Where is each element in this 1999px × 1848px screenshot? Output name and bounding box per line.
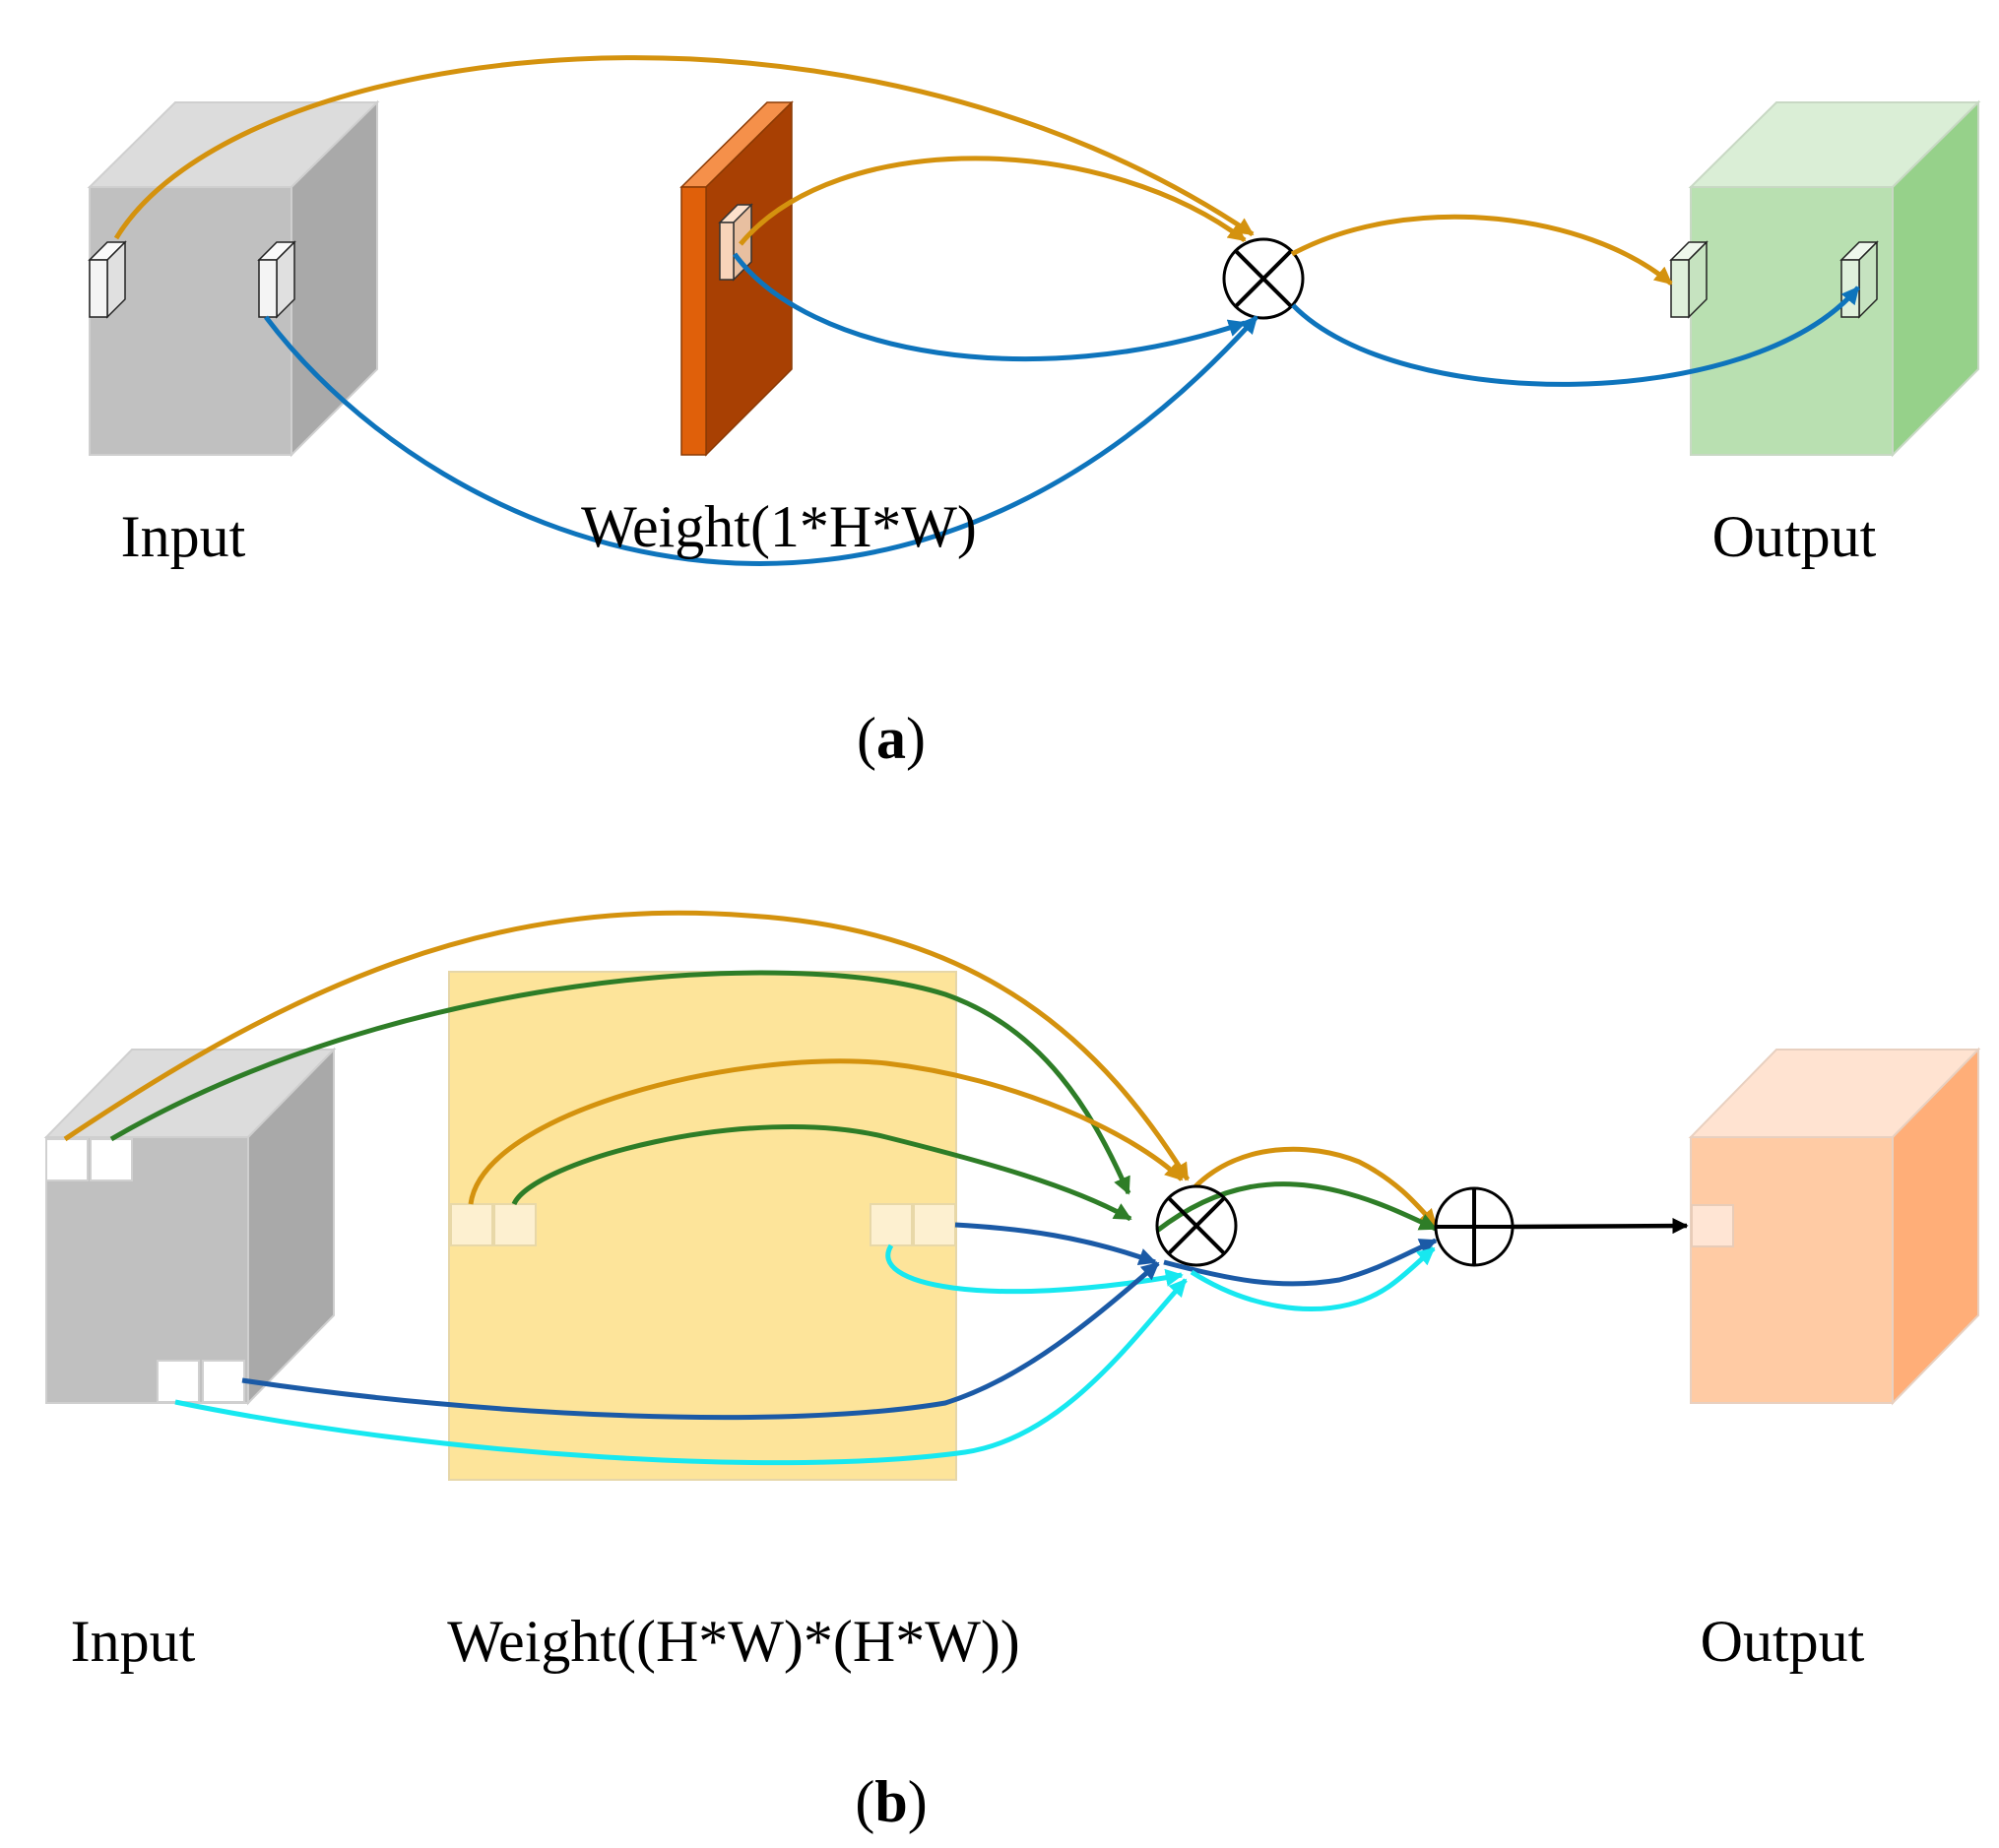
input-feature-cell-a-left: [88, 240, 127, 319]
add-operator-b: [1434, 1186, 1515, 1267]
arrow-b-multiply-to-add-darkblue: [1163, 1238, 1438, 1287]
weight-cell-b-right-1: [870, 1203, 913, 1246]
caption-a: (a): [857, 706, 926, 771]
arrow-b-multiply-to-add-cyan: [1190, 1246, 1436, 1311]
input-cube-a: [87, 99, 380, 458]
arrow-b-input-to-multiply-cyan: [174, 1278, 1188, 1466]
weight-label-b: Weight((H*W)*(H*W)): [447, 1609, 1020, 1674]
weight-slab-a: [679, 100, 794, 457]
arrow-b-input-to-multiply-darkblue: [241, 1261, 1160, 1421]
arrow-b-add-to-output-black: [1512, 1217, 1689, 1235]
input-cell-b-bottom-2: [202, 1360, 245, 1403]
arrow-a-input-to-multiply-gold: [113, 55, 1255, 240]
output-label-a: Output: [1712, 504, 1877, 569]
weight-cell-b-left-2: [493, 1203, 537, 1246]
input-feature-cell-a-right: [257, 240, 296, 319]
multiply-operator-b: [1155, 1184, 1238, 1267]
output-cube-b: [1688, 1047, 1981, 1406]
arrow-a-multiply-to-output-blue: [1291, 286, 1860, 387]
output-cube-a: [1669, 99, 1981, 458]
input-cell-b-top-2: [90, 1138, 133, 1181]
arrow-b-weight-to-multiply-green: [511, 1124, 1132, 1222]
arrow-b-weight-to-multiply-cyan: [885, 1243, 1184, 1295]
output-label-b: Output: [1701, 1609, 1865, 1674]
input-cube-b: [43, 1047, 337, 1406]
output-cell-b: [1691, 1204, 1734, 1247]
weight-cell-b-left-1: [450, 1203, 493, 1246]
output-feature-cell-a-left: [1669, 240, 1709, 319]
multiply-operator-a: [1222, 237, 1305, 320]
input-cell-b-bottom-1: [157, 1360, 200, 1403]
arrow-a-weight-to-multiply-blue: [732, 252, 1247, 362]
input-label-b: Input: [71, 1609, 196, 1674]
arrow-a-input-to-multiply-blue: [264, 315, 1258, 566]
arrow-a-weight-to-multiply-gold: [739, 156, 1247, 246]
input-label-a: Input: [121, 504, 246, 569]
arrow-b-weight-to-multiply-gold: [468, 1058, 1184, 1205]
panel-a: Input Weight(1*H*W) Output (a): [87, 55, 1981, 771]
weight-cell-b-right-2: [913, 1203, 956, 1246]
arrow-b-multiply-to-add-gold: [1193, 1146, 1438, 1228]
arrow-b-multiply-to-add-green: [1155, 1181, 1438, 1233]
weight-label-a: Weight(1*H*W): [581, 494, 977, 559]
caption-b: (b): [855, 1769, 927, 1834]
panel-b: Input Weight((H*W)*(H*W)) Output (b): [43, 910, 1981, 1834]
arrow-b-input-to-multiply-green: [109, 970, 1131, 1195]
arrow-b-input-to-multiply-gold: [63, 910, 1191, 1181]
arrow-a-multiply-to-output-gold: [1290, 214, 1673, 286]
weight-panel-b: [448, 971, 957, 1481]
input-cell-b-top-1: [45, 1138, 89, 1181]
arrow-b-weight-to-multiply-darkblue: [954, 1222, 1157, 1266]
